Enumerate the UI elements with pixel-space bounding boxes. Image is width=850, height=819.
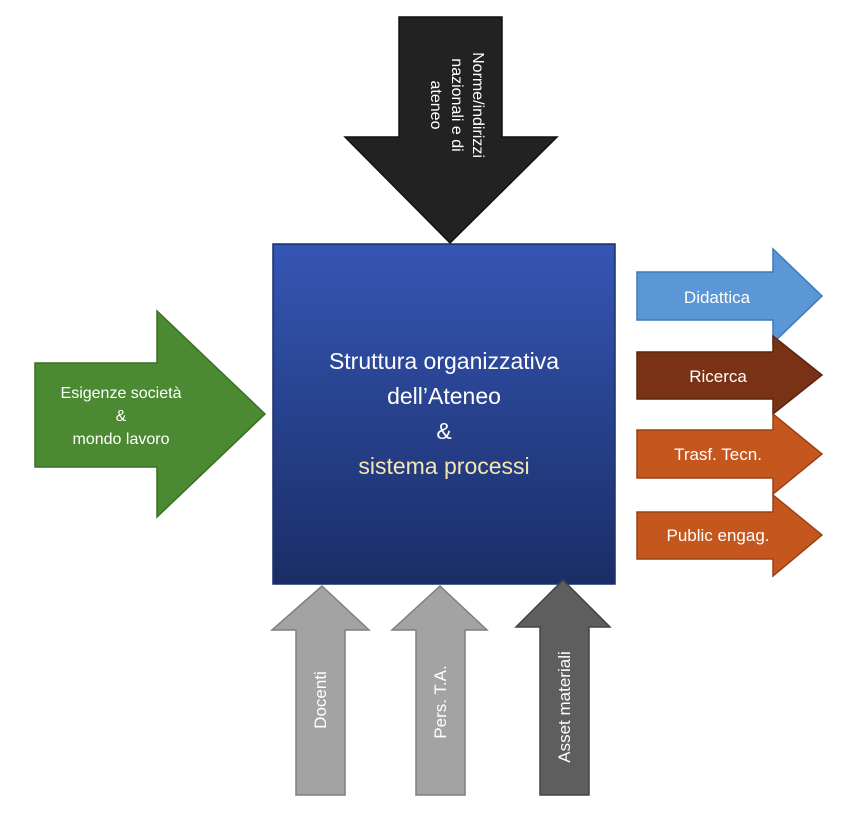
left-input-arrow: Esigenze società & mondo lavoro bbox=[34, 309, 267, 519]
top-arrow-label-line2: nazionali e di bbox=[448, 58, 465, 151]
bottom-label-docenti: Docenti bbox=[311, 671, 330, 729]
center-title-line1: Struttura organizzativa bbox=[329, 348, 559, 374]
output-arrow-public: Public engag. bbox=[636, 493, 824, 578]
output-arrow-didattica-shape bbox=[636, 247, 824, 345]
left-arrow-label-line3: mondo lavoro bbox=[73, 431, 170, 448]
output-arrow-trasf-shape bbox=[636, 412, 824, 496]
center-title-line4: sistema processi bbox=[358, 453, 529, 479]
top-arrow-label-line3: ateneo bbox=[427, 81, 444, 130]
bottom-input-arrow-persta: Pers. T.A. bbox=[390, 584, 489, 796]
output-arrow-public-shape bbox=[636, 493, 824, 578]
center-title-line2: dell’Ateneo bbox=[387, 383, 501, 409]
output-arrow-didattica: Didattica bbox=[636, 247, 824, 345]
top-arrow-label-line1: Norme/indirizzi bbox=[469, 52, 486, 158]
bottom-label-asset: Asset materiali bbox=[555, 651, 574, 762]
output-label-trasf: Trasf. Tecn. bbox=[674, 445, 762, 464]
center-title-line3: & bbox=[436, 418, 451, 444]
bottom-arrow-docenti-shape bbox=[270, 584, 371, 796]
top-arrow-shape bbox=[343, 16, 559, 245]
left-arrow-label-line2: & bbox=[116, 408, 127, 425]
center-box-shape bbox=[272, 243, 616, 585]
output-label-didattica: Didattica bbox=[684, 288, 751, 307]
bottom-input-arrow-asset: Asset materiali bbox=[514, 578, 612, 796]
left-arrow-shape bbox=[34, 309, 267, 519]
center-box: Struttura organizzativa dell’Ateneo & si… bbox=[272, 243, 616, 585]
bottom-arrow-persta-shape bbox=[390, 584, 489, 796]
output-arrow-ricerca-shape bbox=[636, 334, 824, 416]
top-input-arrow: Norme/indirizzi nazionali e di ateneo bbox=[343, 16, 559, 245]
output-arrow-ricerca: Ricerca bbox=[636, 334, 824, 416]
left-arrow-label-line1: Esigenze società bbox=[61, 385, 182, 402]
output-label-ricerca: Ricerca bbox=[689, 367, 747, 386]
output-arrow-trasf: Trasf. Tecn. bbox=[636, 412, 824, 496]
bottom-label-persta: Pers. T.A. bbox=[431, 665, 450, 738]
bottom-arrow-asset-shape bbox=[514, 578, 612, 796]
output-label-public: Public engag. bbox=[666, 526, 769, 545]
bottom-input-arrow-docenti: Docenti bbox=[270, 584, 371, 796]
